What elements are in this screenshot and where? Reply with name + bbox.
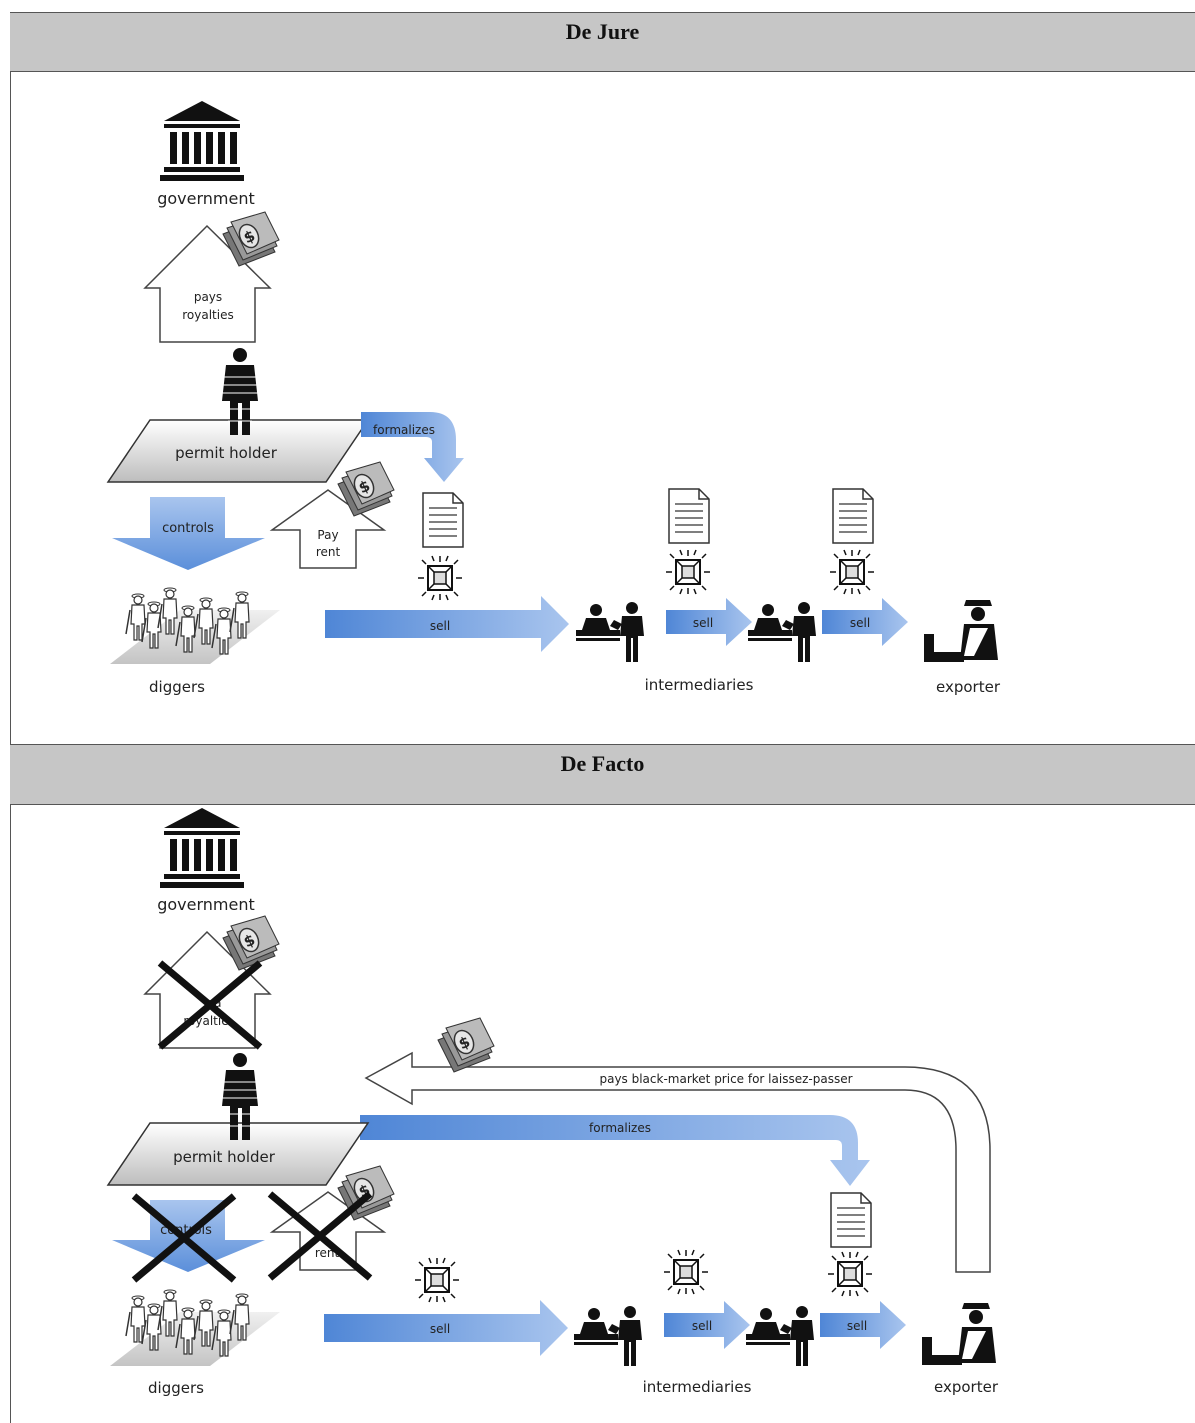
intermediary-icon-2 [748,602,816,662]
document-icon-3 [832,488,874,544]
sell-label-5: sell [692,1319,712,1333]
pays-royalties-label-1: pays [194,290,222,304]
diamond-icon-5 [663,1249,709,1295]
money-bills-icon-3 [437,1017,495,1073]
permit-holder-label-2: permit holder [173,1148,276,1166]
document-icon-4 [830,1192,872,1248]
diamond-icon-2 [665,549,711,595]
formalizes-arrow [361,412,464,482]
exporter-icon [924,600,998,662]
de-facto-title: De Facto [560,751,645,776]
pay-rent-label-1: Pay [317,528,338,542]
black-market-label: pays black-market price for laissez-pass… [599,1072,852,1086]
intermediaries-label-2: intermediaries [643,1378,752,1396]
sell-label-6: sell [847,1319,867,1333]
diggers-label-2: diggers [148,1379,204,1397]
formalizes-label-2: formalizes [589,1121,651,1135]
intermediary-icon-4 [746,1306,814,1366]
sell-label-1: sell [430,619,450,633]
diamond-icon [417,555,463,601]
government-label-2: government [157,895,255,914]
permit-holder-platform [106,419,370,483]
document-icon-2 [668,488,710,544]
government-label: government [157,189,255,208]
permit-holder-label: permit holder [175,444,278,462]
controls-label: controls [162,521,214,536]
intermediary-icon-1 [576,602,644,662]
de-jure-title: De Jure [565,19,640,44]
document-icon [422,492,464,548]
formalizes-label: formalizes [373,423,435,437]
exporter-label: exporter [936,678,1001,696]
black-market-arrow [364,1051,991,1273]
diggers-icon [110,588,280,664]
diggers-label: diggers [149,678,205,696]
exporter-label-2: exporter [934,1378,999,1396]
exporter-icon-2 [922,1303,996,1365]
diamond-icon-6 [827,1251,873,1297]
diamond-icon-4 [414,1257,460,1303]
diggers-icon-2 [110,1290,280,1366]
sell-label-3: sell [850,616,870,630]
controls-arrow [112,497,265,570]
intermediaries-label: intermediaries [645,676,754,694]
de-facto-panel: government pa royaltie pays black-market… [106,808,999,1397]
government-building-icon [160,101,244,181]
diamond-icon-3 [829,549,875,595]
pays-royalties-label-2: royalties [182,308,233,322]
de-jure-header: De Jure [10,12,1195,72]
permit-holder-platform-2 [106,1122,370,1186]
de-facto-header: De Facto [10,744,1195,805]
pay-rent-label-2: rent [316,545,341,559]
intermediary-icon-3 [574,1306,642,1366]
formalizes-arrow-2 [360,1115,870,1186]
sell-label-4: sell [430,1322,450,1336]
government-building-icon-2 [160,808,244,888]
de-jure-panel: government pays royalties permit holder … [106,101,1001,696]
sell-label-2: sell [693,616,713,630]
